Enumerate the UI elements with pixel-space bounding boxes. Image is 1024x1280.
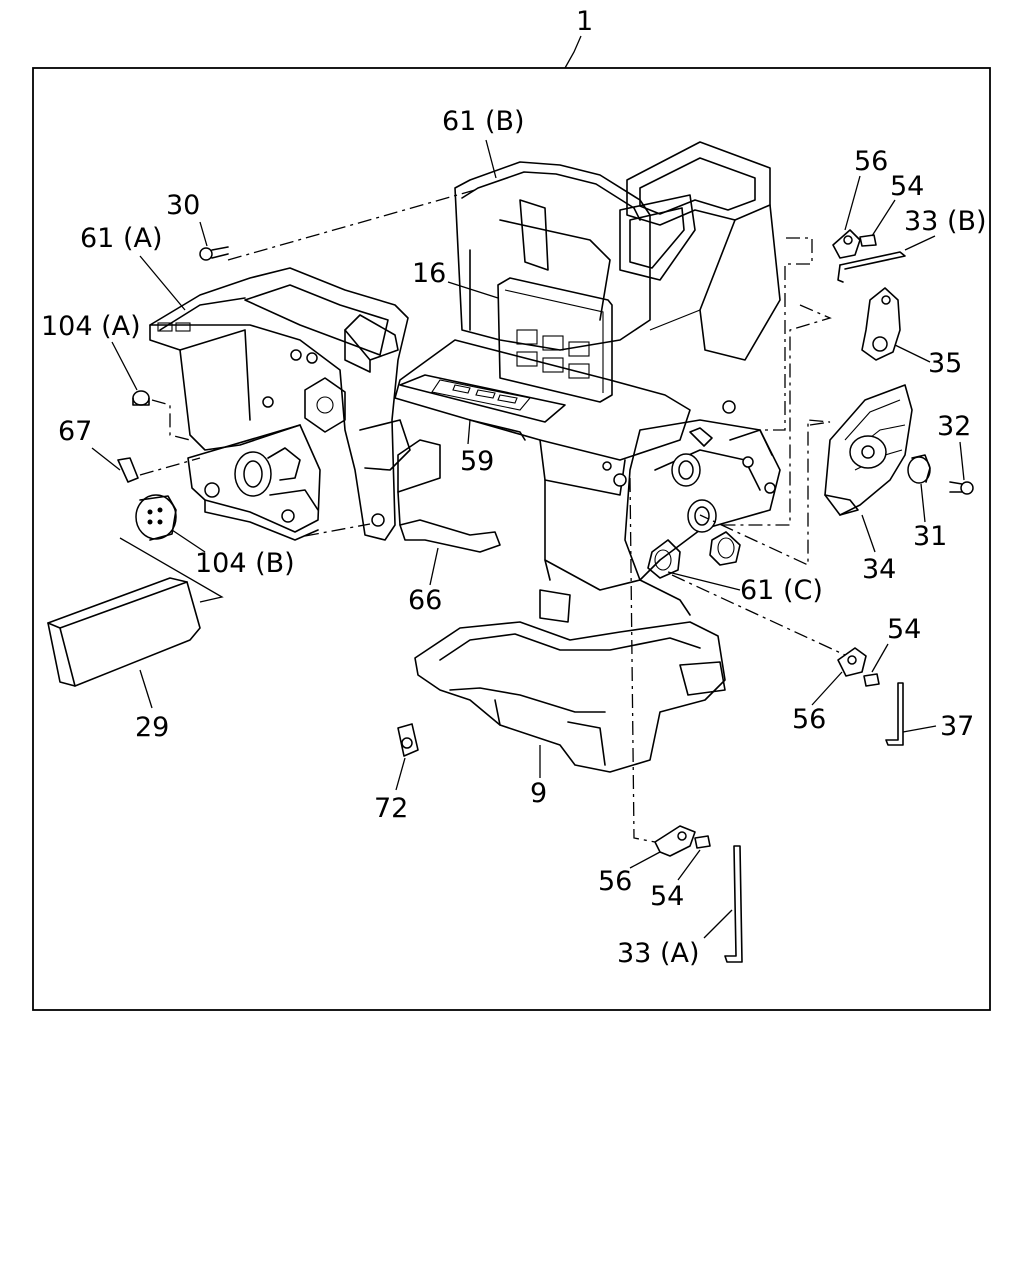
- pin-54-mid: [863, 673, 880, 687]
- duct-29: [47, 577, 201, 687]
- drain-pipe-66: [397, 439, 501, 553]
- diagram-frame: [32, 67, 991, 1011]
- label-screw-30: 30: [166, 190, 200, 221]
- label-lever-56-top: 56: [854, 146, 888, 177]
- lever-56-bot: [654, 825, 696, 857]
- label-screw-32: 32: [937, 411, 971, 442]
- label-rod-33a: 33 (A): [617, 938, 699, 969]
- leader-screw-32: [959, 441, 965, 481]
- label-gear-34: 34: [862, 554, 896, 585]
- pin-54-top: [859, 234, 877, 247]
- leader-pipe-66: [429, 547, 439, 586]
- leader-rod-33a: [703, 909, 733, 939]
- leader-rod-37: [902, 725, 937, 733]
- label-case-61a: 61 (A): [80, 223, 162, 254]
- label-resistor-104b: 104 (B): [195, 548, 295, 579]
- label-case-61b: 61 (B): [442, 106, 525, 137]
- label-resistor-104a: 104 (A): [41, 311, 141, 342]
- leader-lever-56-bot: [629, 851, 661, 869]
- label-assembly: 1: [576, 6, 593, 37]
- leader-link-35: [894, 344, 931, 363]
- label-rod-37: 37: [940, 711, 974, 742]
- label-pin-54-top: 54: [890, 171, 924, 202]
- leader-lever-56-top: [844, 175, 861, 231]
- label-clip-67: 67: [58, 416, 92, 447]
- leader-pin-54-top: [871, 199, 896, 237]
- resistor-104a: [132, 390, 150, 406]
- label-lever-56-mid: 56: [792, 704, 826, 735]
- leader-pin-54-mid: [871, 643, 889, 673]
- clip-67: [117, 457, 139, 483]
- resistor-104b: [135, 494, 177, 541]
- leader-resistor-104a: [111, 341, 138, 391]
- pin-54-bot: [694, 835, 711, 849]
- case-side-61c: [602, 400, 781, 581]
- label-rod-33b: 33 (B): [904, 206, 987, 237]
- leader-lever-56-mid: [811, 671, 843, 706]
- leader-clip-67: [91, 447, 121, 471]
- label-filter-16: 16: [412, 258, 446, 289]
- label-case-9: 9: [530, 778, 547, 809]
- clip-72: [397, 723, 419, 757]
- bracket-104b: [119, 537, 224, 603]
- label-cap-31: 31: [913, 521, 947, 552]
- gear-34: [824, 384, 913, 516]
- leader-seal-59: [467, 419, 471, 445]
- label-duct-29: 29: [135, 712, 169, 743]
- screw-30: [199, 246, 229, 261]
- leader-gear-34: [861, 514, 876, 553]
- filter-16: [497, 277, 613, 403]
- leader-rod-33b: [904, 235, 936, 251]
- leader-resistor-104b: [171, 529, 206, 553]
- label-clip-72: 72: [374, 793, 408, 824]
- label-link-35: 35: [928, 348, 962, 379]
- alignment-lines: [139, 189, 846, 843]
- label-pin-54-bot: 54: [650, 881, 684, 912]
- leader-screw-30: [199, 221, 208, 247]
- case-upper-61b: [454, 141, 781, 361]
- blower-motor-housing: [187, 424, 321, 541]
- label-pipe-66: 66: [408, 585, 442, 616]
- leader-case-61a: [139, 255, 186, 311]
- screw-32: [949, 481, 974, 495]
- rod-33a: [724, 845, 743, 963]
- label-seal-59: 59: [460, 446, 494, 477]
- leader-pin-54-bot: [677, 849, 701, 881]
- leader-cap-31: [920, 483, 926, 523]
- lever-56-mid: [837, 647, 867, 677]
- case-middle-deck: [394, 339, 691, 496]
- rod-33b: [837, 251, 906, 283]
- label-case-61c: 61 (C): [740, 575, 823, 606]
- cap-31: [907, 454, 931, 484]
- rod-37: [885, 682, 904, 746]
- lever-56-top: [832, 229, 861, 259]
- leader-assembly: [564, 35, 582, 69]
- label-lever-56-bot: 56: [598, 866, 632, 897]
- case-lower-9: [414, 479, 726, 773]
- leader-clip-72: [395, 757, 406, 791]
- case-blower-61a: [149, 267, 411, 541]
- leader-filter-16: [447, 281, 499, 299]
- leader-case-61b: [485, 139, 497, 179]
- link-35: [861, 287, 901, 361]
- leader-case-61c: [667, 571, 741, 591]
- label-pin-54-mid: 54: [887, 614, 921, 645]
- leader-duct-29: [139, 669, 153, 709]
